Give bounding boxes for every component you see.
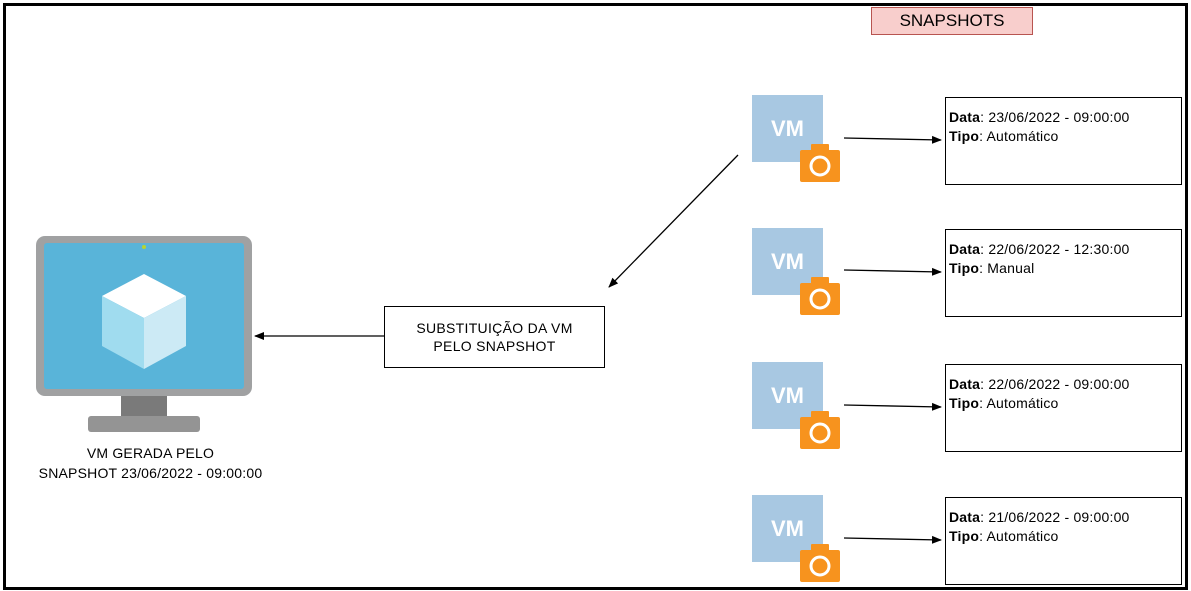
vm-tile: VM — [752, 495, 823, 562]
snapshot-type: Tipo: Automático — [949, 395, 1059, 411]
snapshot-card: Data: 22/06/2022 - 12:30:00 Tipo: Manual — [945, 229, 1182, 317]
substitution-process-box: SUBSTITUIÇÃO DA VM PELO SNAPSHOT — [384, 306, 605, 368]
caption-line-1: VM GERADA PELO — [86, 445, 215, 461]
snapshot-date: Data: 21/06/2022 - 09:00:00 — [949, 509, 1130, 525]
snapshot-card: Data: 22/06/2022 - 09:00:00 Tipo: Automá… — [945, 364, 1182, 452]
snapshot-type: Tipo: Automático — [949, 128, 1059, 144]
snapshots-title: SNAPSHOTS — [871, 7, 1033, 35]
arrow-snapshot-to-substitution — [608, 154, 739, 288]
snapshot-date: Data: 22/06/2022 - 09:00:00 — [949, 376, 1130, 392]
vm-snapshot-icon: VM — [752, 495, 842, 585]
camera-icon — [800, 411, 840, 449]
arrow-vm2-to-snapshot-2 — [843, 267, 942, 276]
snapshot-date: Data: 23/06/2022 - 09:00:00 — [949, 109, 1130, 125]
caption-line-2: SNAPSHOT 23/06/2022 - 09:00:00 — [38, 465, 263, 481]
process-line-2: PELO SNAPSHOT — [433, 338, 556, 354]
arrow-vm4-to-snapshot-4 — [843, 535, 942, 544]
arrow-vm3-to-snapshot-3 — [843, 402, 942, 411]
vm-snapshot-icon: VM — [752, 228, 842, 318]
snapshot-type: Tipo: Manual — [949, 260, 1035, 276]
arrow-vm1-to-snapshot-1 — [843, 135, 942, 144]
vm-snapshot-icon: VM — [752, 95, 842, 185]
snapshot-card: Data: 21/06/2022 - 09:00:00 Tipo: Automá… — [945, 497, 1182, 585]
snapshot-type: Tipo: Automático — [949, 528, 1059, 544]
snapshot-card: Data: 23/06/2022 - 09:00:00 Tipo: Automá… — [945, 97, 1182, 185]
process-line-1: SUBSTITUIÇÃO DA VM — [416, 320, 573, 336]
virtual-machine-monitor-icon — [36, 236, 252, 432]
camera-icon — [800, 544, 840, 582]
camera-icon — [800, 277, 840, 315]
snapshot-date: Data: 22/06/2022 - 12:30:00 — [949, 241, 1130, 257]
vm-snapshot-icon: VM — [752, 362, 842, 452]
camera-icon — [800, 144, 840, 182]
vm-tile: VM — [752, 362, 823, 429]
restored-vm-caption: VM GERADA PELO SNAPSHOT 23/06/2022 - 09:… — [8, 443, 293, 483]
